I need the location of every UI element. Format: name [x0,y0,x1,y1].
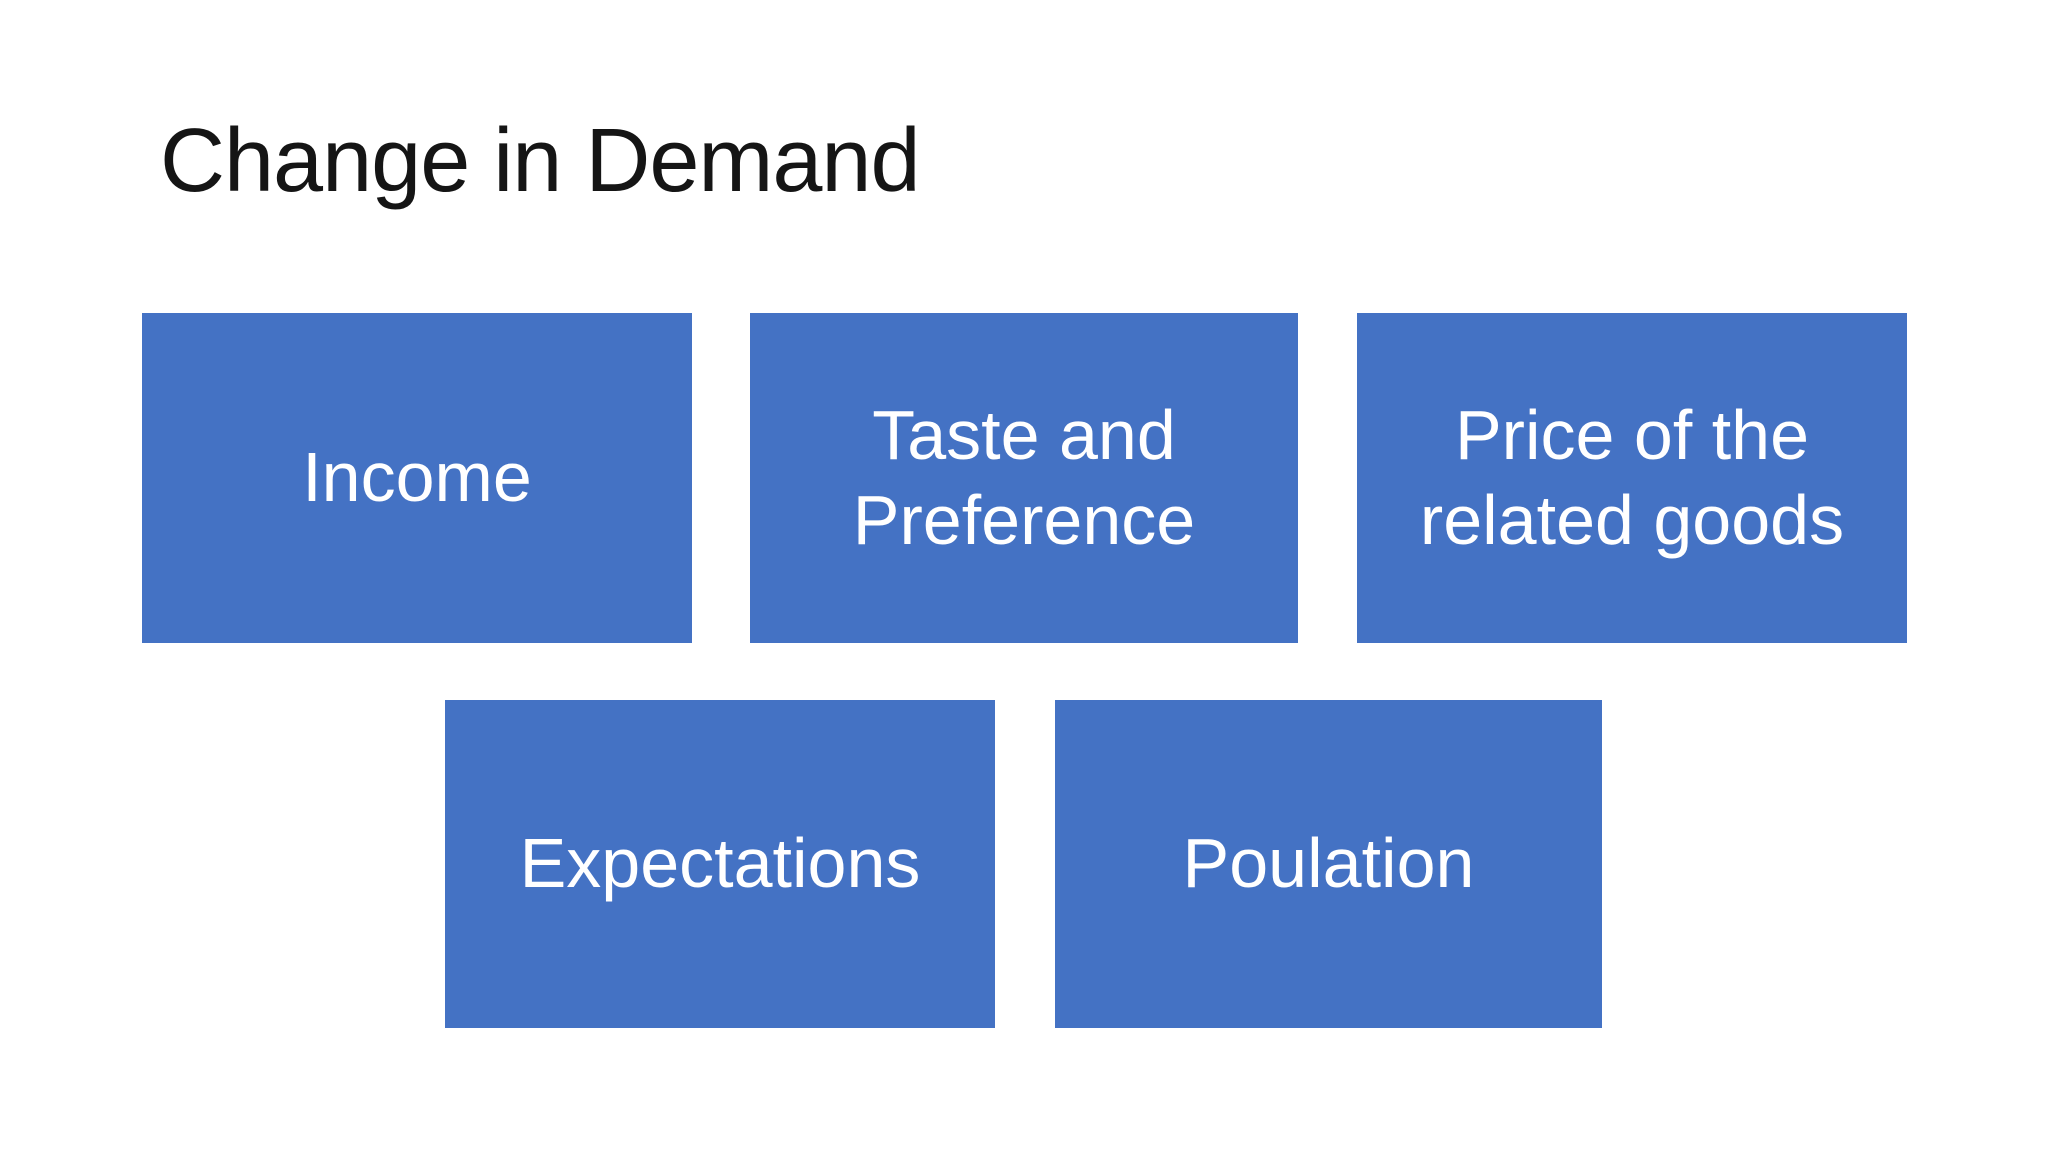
factor-box-label: Expectations [519,824,921,903]
factor-box-label: Poulation [1182,824,1475,903]
factor-box-taste-and-preference: Taste and Preference [750,313,1298,643]
factor-box-expectations: Expectations [445,700,995,1028]
factor-box-label: Income [302,438,532,517]
factor-box-label: Taste and Preference [852,395,1196,559]
factor-box-income: Income [142,313,692,643]
factor-box-label: Price of the related goods [1419,395,1845,559]
slide-title: Change in Demand [160,111,921,211]
factor-box-price-of-related-goods: Price of the related goods [1357,313,1907,643]
factor-box-poulation: Poulation [1055,700,1602,1028]
